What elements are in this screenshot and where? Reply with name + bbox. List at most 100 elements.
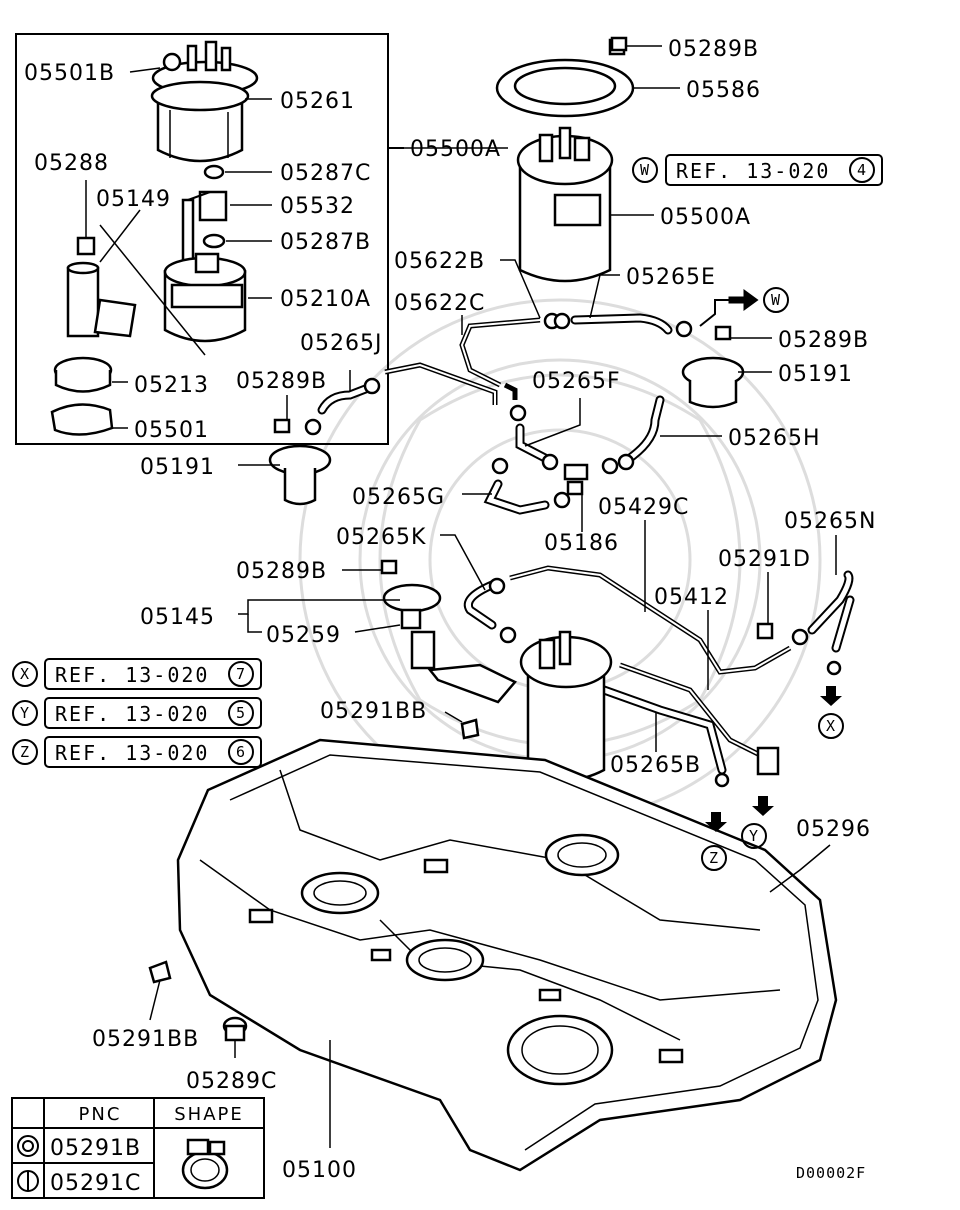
legend-header-shape: SHAPE	[174, 1104, 244, 1125]
label-05265B: 05265B	[610, 753, 701, 778]
label-05287B: 05287B	[280, 230, 371, 255]
ref-z-num: 6	[236, 743, 246, 761]
label-05265F: 05265F	[532, 369, 621, 394]
flange-05586	[495, 38, 635, 118]
ref-w-text: REF. 13-020	[676, 159, 830, 183]
hose-05265F	[515, 423, 550, 463]
label-05500A: 05500A	[660, 205, 751, 230]
pipe-05429C	[509, 565, 792, 675]
ref-x-marker: X	[20, 665, 30, 683]
drawing-code: D00002F	[796, 1164, 866, 1182]
clip-05291BB-bottom	[148, 960, 172, 984]
label-05291BB-bottom: 05291BB	[92, 1027, 199, 1052]
valve-05186	[563, 463, 589, 496]
arrow-z	[705, 812, 727, 832]
label-05287C: 05287C	[280, 161, 371, 186]
marker-w-letter: W	[771, 291, 781, 309]
hose-05265K	[463, 580, 497, 630]
level-sender-05145	[382, 583, 517, 704]
fuel-filter-05210A	[163, 252, 247, 343]
plug-05289C	[222, 1016, 248, 1042]
ref-x-text: REF. 13-020	[55, 663, 209, 687]
pipe-05412	[619, 662, 762, 758]
label-05291D: 05291D	[718, 547, 811, 572]
label-05259: 05259	[266, 623, 341, 648]
leader-lines	[149, 45, 837, 1148]
connector-right	[756, 746, 780, 776]
marker-z: Z	[701, 845, 727, 871]
clip-05291D	[756, 622, 774, 640]
ref-x-num: 7	[236, 665, 246, 683]
nuts-05289B	[273, 36, 732, 575]
marker-z-letter: Z	[709, 849, 719, 867]
legend-header-pnc: PNC	[79, 1104, 122, 1125]
double-circle-icon	[17, 1135, 39, 1157]
label-05586: 05586	[686, 78, 761, 103]
label-05145: 05145	[140, 605, 215, 630]
ref-z-text: REF. 13-020	[55, 741, 209, 765]
hose-clamp-icon	[181, 1138, 229, 1190]
reference-box-w[interactable]: W REF. 13-020 4	[632, 154, 883, 186]
label-05265G: 05265G	[352, 485, 445, 510]
legend-row2-pnc: 05291C	[50, 1171, 141, 1196]
hose-05265N	[807, 570, 855, 653]
label-05289B-top: 05289B	[668, 37, 759, 62]
reference-box-z[interactable]: Z REF. 13-020 6	[12, 736, 262, 768]
arrow-y	[752, 796, 774, 816]
label-05291BB-top: 05291BB	[320, 699, 427, 724]
pipe-05622B	[459, 317, 541, 388]
fuel-pump-05149	[66, 236, 137, 338]
label-05210A: 05210A	[280, 287, 371, 312]
label-05265H: 05265H	[728, 426, 821, 451]
label-05289B-mid: 05289B	[236, 559, 327, 584]
ref-w-num: 4	[857, 161, 867, 179]
hose-05265E	[570, 313, 673, 335]
clip-05501	[50, 403, 114, 436]
marker-w: W	[763, 287, 789, 313]
label-05186: 05186	[544, 531, 619, 556]
label-05289C: 05289C	[186, 1069, 277, 1094]
ref-y-text: REF. 13-020	[55, 702, 209, 726]
marker-x-letter: X	[826, 717, 836, 735]
legend-row1-pnc: 05291B	[50, 1136, 141, 1161]
arrow-w	[699, 289, 759, 327]
o-ring-05287B	[202, 233, 226, 249]
box-leaders	[85, 67, 272, 429]
label-05501: 05501	[134, 418, 209, 443]
cap-05191-left	[268, 444, 332, 506]
marker-x: X	[818, 713, 844, 739]
pump-housing-top	[150, 40, 259, 163]
reference-box-x[interactable]: X REF. 13-020 7	[12, 658, 262, 690]
label-05289B-right: 05289B	[778, 328, 869, 353]
ref-y-marker: Y	[20, 704, 30, 722]
hose-05265G	[483, 479, 550, 515]
strainer-05213	[53, 356, 113, 393]
marker-y: Y	[741, 823, 767, 849]
label-05622C: 05622C	[394, 291, 485, 316]
bracket-05532	[181, 190, 228, 264]
pump-unit-middle	[519, 630, 613, 782]
circle-bar-icon	[17, 1170, 39, 1192]
label-05289B-left: 05289B	[236, 369, 327, 394]
label-05500A-group: 05500A	[410, 137, 501, 162]
label-05149: 05149	[96, 187, 171, 212]
o-ring-05287C	[203, 164, 225, 180]
ref-w-marker: W	[640, 161, 650, 179]
label-05501B: 05501B	[24, 61, 115, 86]
label-05191-left: 05191	[140, 455, 215, 480]
label-05100: 05100	[282, 1158, 357, 1183]
ref-z-marker: Z	[20, 743, 30, 761]
reference-box-y[interactable]: Y REF. 13-020 5	[12, 697, 262, 729]
hose-05265H	[625, 395, 665, 463]
fuel-tank-05100	[176, 738, 838, 1172]
hose-05265B	[585, 680, 727, 775]
marker-y-letter: Y	[749, 827, 759, 845]
label-05622B: 05622B	[394, 249, 485, 274]
label-05412: 05412	[654, 585, 729, 610]
ref-y-num: 5	[236, 704, 246, 722]
pipe-05622C	[384, 362, 518, 405]
label-05288: 05288	[34, 151, 109, 176]
label-05532: 05532	[280, 194, 355, 219]
label-05265N: 05265N	[784, 509, 876, 534]
